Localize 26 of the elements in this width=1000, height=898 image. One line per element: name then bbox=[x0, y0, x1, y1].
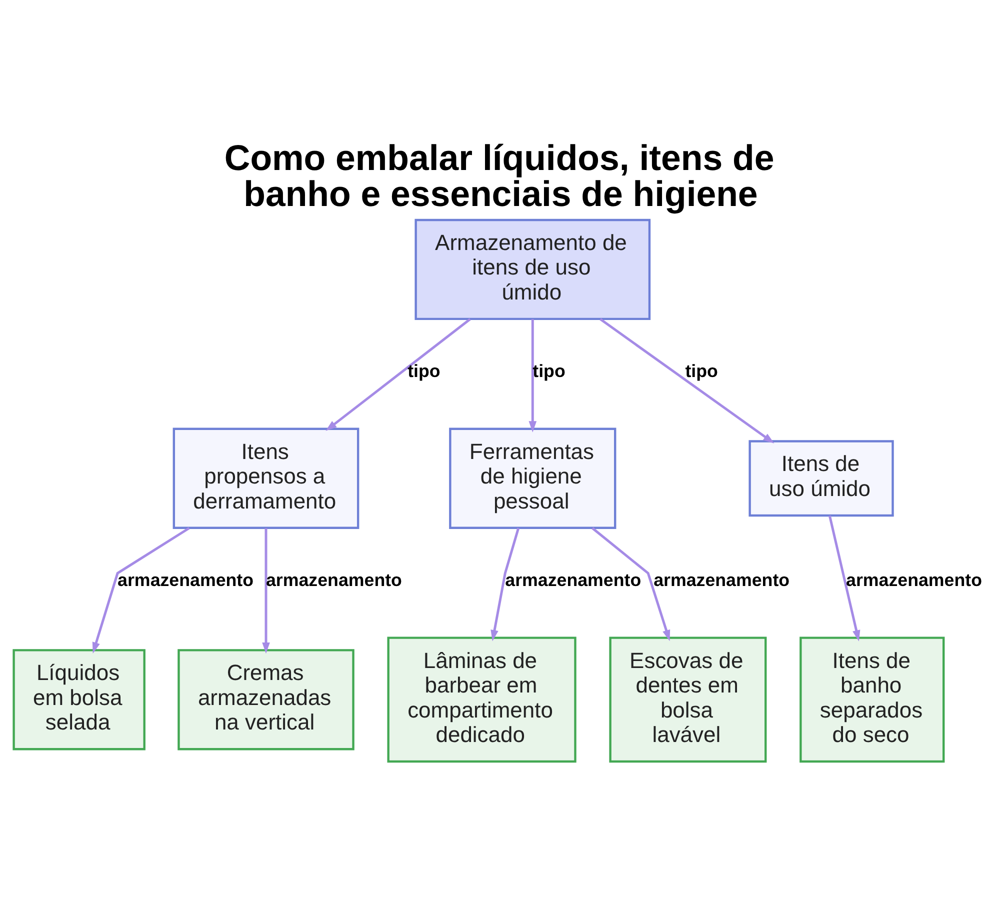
node-box: Armazenamento de itens de uso úmido bbox=[414, 218, 651, 320]
edge-label: tipo bbox=[532, 360, 566, 381]
diagram-title: Como embalar líquidos, itens de banho e essenciais de higiene bbox=[224, 138, 774, 214]
edge-label: armazenamento bbox=[266, 570, 402, 590]
edge-label: armazenamento bbox=[654, 570, 790, 590]
edge-label: armazenamento bbox=[505, 570, 642, 590]
node-box: Itens de banho separados do seco bbox=[800, 636, 945, 762]
arrow bbox=[600, 318, 774, 443]
node-box: Itens de uso úmido bbox=[748, 440, 894, 516]
node-box: Cremas armazenadas na vertical bbox=[178, 648, 354, 750]
edge-label: armazenamento bbox=[846, 570, 982, 590]
node-box: Lâminas de barbear em compartimento dedicado bbox=[387, 636, 576, 762]
node-box: Escovas de dentes em bolsa lavável bbox=[609, 636, 767, 762]
arrow bbox=[92, 526, 190, 653]
arrow bbox=[262, 528, 270, 654]
edge-label: tipo bbox=[408, 360, 440, 381]
edge-label: armazenamento bbox=[118, 570, 254, 590]
node-box: Ferramentas de higiene pessoal bbox=[449, 427, 616, 528]
edge-label: tipo bbox=[685, 360, 718, 381]
arrow bbox=[528, 318, 537, 432]
arrow bbox=[490, 527, 520, 641]
arrow bbox=[326, 318, 471, 430]
node-box: Itens propensos a derramamento bbox=[172, 427, 360, 528]
arrow bbox=[592, 526, 670, 641]
node-box: Líquidos em bolsa selada bbox=[12, 648, 146, 750]
arrow bbox=[828, 515, 860, 641]
